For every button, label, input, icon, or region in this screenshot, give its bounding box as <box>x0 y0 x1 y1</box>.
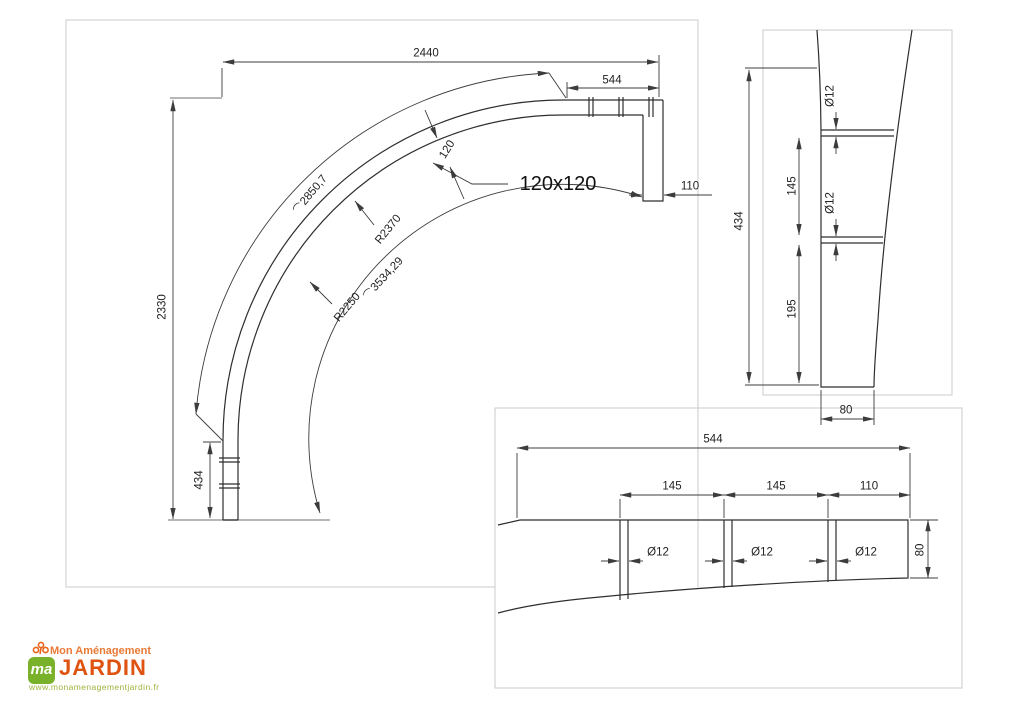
top-dim-length: 544 <box>703 433 723 446</box>
dim-end-depth: 110 <box>680 180 700 193</box>
main-view-hole-marks-top <box>588 97 654 117</box>
top-view-hole-3 <box>827 520 837 582</box>
side-dim-hole-spacing: 145 <box>786 176 799 196</box>
top-dim-width: 80 <box>914 543 927 557</box>
side-hole-diameter-1: Ø12 <box>824 85 837 107</box>
logo-monogram: ma <box>28 657 55 684</box>
top-detail-panel <box>494 407 963 689</box>
brand-website: www.monamenagementjardin.fr <box>29 682 160 692</box>
brand-name-line1: Mon Aménagement <box>50 645 152 657</box>
dim-end-length: 434 <box>193 470 206 490</box>
section-size-label: 120x120 <box>519 173 597 195</box>
top-dim-spacing-2: 145 <box>766 480 786 493</box>
top-hole-diameter-1: Ø12 <box>647 546 669 559</box>
brand-name-line2: JARDIN <box>59 655 147 680</box>
top-view-dimensions <box>516 445 938 579</box>
main-view-hole-marks-bottom <box>219 457 240 489</box>
top-view-hole-1 <box>619 520 629 600</box>
top-dim-spacing-1: 145 <box>662 480 682 493</box>
side-dim-length: 434 <box>733 211 746 231</box>
clover-icon <box>32 641 49 655</box>
top-hole-diameter-2: Ø12 <box>751 546 773 559</box>
side-view-hole-2 <box>821 236 883 244</box>
main-view-dimensions <box>170 55 712 520</box>
top-view-beam <box>497 519 909 614</box>
side-view-dimensions <box>745 67 875 425</box>
main-view-beam <box>219 97 664 521</box>
side-view-beam <box>816 29 913 388</box>
top-view-hole-2 <box>723 520 733 588</box>
main-view-panel <box>65 19 699 588</box>
dim-total-height: 2330 <box>156 294 169 320</box>
side-dim-width: 80 <box>839 404 853 417</box>
dim-total-width: 2440 <box>413 47 439 60</box>
top-dim-end-offset: 110 <box>859 480 879 493</box>
side-dim-bottom-offset: 195 <box>786 299 799 319</box>
top-hole-diameter-3: Ø12 <box>855 546 877 559</box>
side-view-hole-1 <box>821 129 894 137</box>
side-hole-diameter-2: Ø12 <box>824 192 837 214</box>
side-detail-panel <box>762 29 953 396</box>
view-panel-borders <box>65 19 963 689</box>
dim-end-width: 544 <box>602 74 622 87</box>
